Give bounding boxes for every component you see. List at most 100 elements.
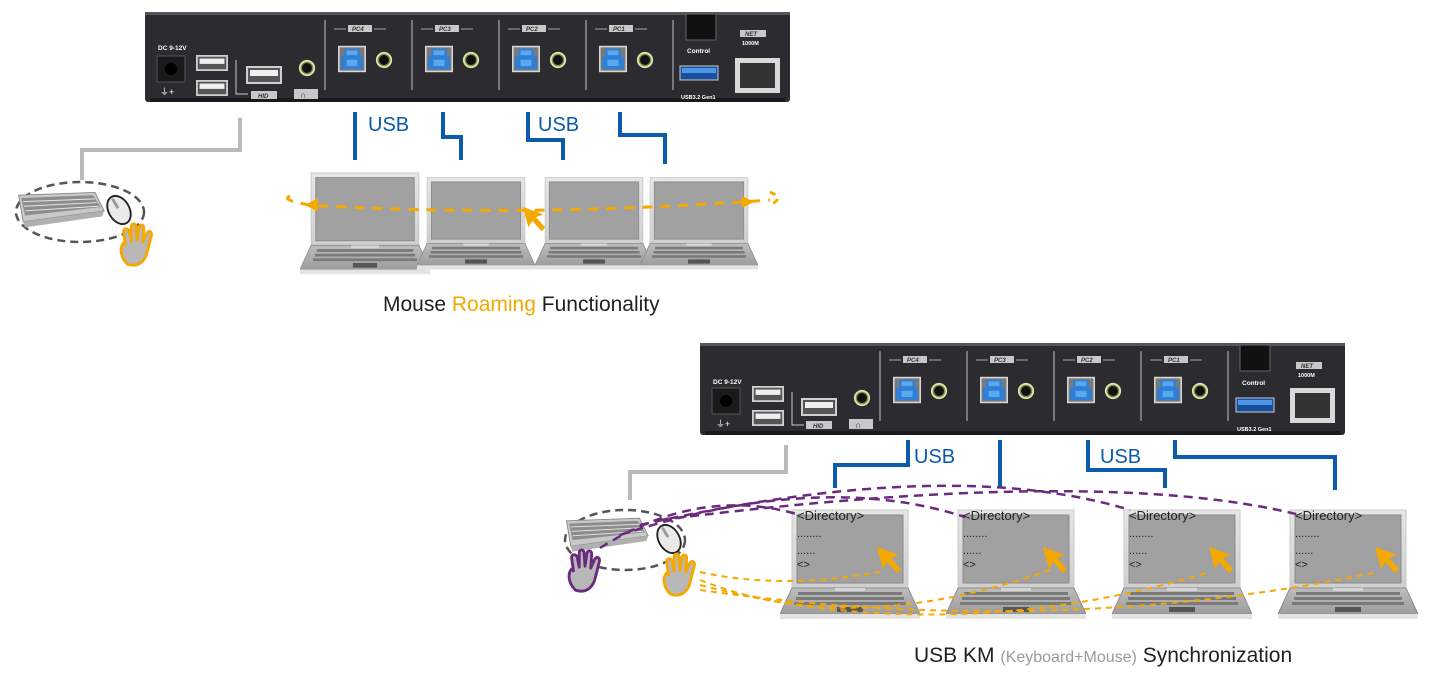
hand-icon [119, 222, 154, 267]
usb-b-port [1067, 376, 1095, 404]
screen-line: ........ [797, 528, 822, 540]
usb-b-port [512, 45, 540, 73]
caption-highlight: Roaming [451, 293, 536, 316]
usb-label: USB [538, 114, 580, 136]
mouse-icon [104, 193, 134, 227]
usb-b-port [980, 376, 1008, 404]
usb-label: USB [914, 446, 956, 468]
pc-port-label: PC3 [439, 27, 451, 33]
screen-line: ...... [1129, 545, 1148, 557]
pc-port-pc2: PC2 [508, 25, 567, 73]
pc-port-label: PC3 [994, 358, 1006, 364]
screen-line: ........ [1295, 528, 1320, 540]
usb3-label: USB3.2 Gen1 [1237, 427, 1272, 433]
usb-cables-bottom [833, 440, 1337, 490]
screen-directory-title: <Directory> [797, 508, 865, 523]
screen-line: ...... [963, 545, 982, 557]
usb3-label: USB3.2 Gen1 [681, 95, 716, 101]
pc-port-pc4: PC4 [889, 356, 948, 404]
audio-jack [853, 389, 871, 407]
audio-jack [636, 51, 654, 69]
pc-port-label: PC4 [907, 358, 919, 364]
screen-line: ...... [797, 545, 816, 557]
audio-jack [549, 51, 567, 69]
control-label: Control [687, 48, 710, 55]
screen-directory-title: <Directory> [1129, 508, 1197, 523]
km-group-outline [563, 508, 687, 572]
mouse-roaming-path [286, 190, 779, 232]
screen-line: <> [1129, 559, 1142, 571]
pc-port-pc4: PC4 [334, 25, 393, 73]
hid-label: HID [813, 424, 824, 430]
pc-port-label: PC2 [1081, 358, 1093, 364]
mouse-icon [654, 522, 684, 556]
usb-a-port [196, 80, 228, 96]
caption-subtext: (Keyboard+Mouse) [1000, 649, 1137, 666]
pc-port-pc2: PC2 [1063, 356, 1122, 404]
screen-line: ........ [963, 528, 988, 540]
screen-directory-title: <Directory> [1295, 508, 1363, 523]
usb-a-port [196, 55, 228, 71]
screen-line: ...... [1295, 545, 1314, 557]
svg-text:⏚+: ⏚+ [716, 419, 730, 429]
power-label: DC 9-12V [713, 379, 742, 386]
usb-b-port [1154, 376, 1182, 404]
usb-b-port [425, 45, 453, 73]
headphone-icon: ∩ [300, 90, 306, 100]
screen-line: <> [1295, 559, 1308, 571]
laptop [640, 177, 758, 271]
caption-km-sync: USB KM (Keyboard+Mouse) Synchronization [914, 644, 1292, 668]
laptop [300, 172, 430, 275]
usb-b-port [893, 376, 921, 404]
km-group-outline [14, 180, 146, 244]
pc-port-label: PC2 [526, 27, 538, 33]
audio-jack [462, 51, 480, 69]
control-label: Control [1242, 380, 1265, 387]
usb-b-port [338, 45, 366, 73]
pc-port-label: PC1 [613, 27, 625, 33]
screen-line: ........ [1129, 528, 1154, 540]
power-port: DC 9-12V ⏚+ [156, 45, 187, 97]
usb-cables-top [353, 112, 667, 164]
pc-port-pc1: PC1 [1150, 356, 1209, 404]
keyboard-sync-lines [599, 484, 1301, 550]
hand-icon-mouse [662, 552, 697, 597]
km-cable [80, 118, 242, 180]
screen-directory-title: <Directory> [963, 508, 1031, 523]
usb-b-port [599, 45, 627, 73]
headphone-icon: ∩ [855, 420, 861, 430]
hid-usb-port [246, 66, 282, 84]
usb-a-port [752, 386, 784, 402]
mouse-sync-lines [699, 569, 1379, 616]
usb-label: USB [368, 114, 410, 136]
audio-jack [1191, 382, 1209, 400]
hand-icon-keyboard [567, 548, 602, 593]
kvm-switch-top: DC 9-12V ⏚+ HID ∩ PC4 PC3 PC2 PC1 Control U… [145, 12, 790, 102]
hid-usb-port [801, 398, 837, 416]
usb-label: USB [1100, 446, 1142, 468]
screen-line: <> [963, 559, 976, 571]
usb-a-port [752, 410, 784, 426]
svg-text:⏚+: ⏚+ [160, 87, 174, 97]
net-speed-label: 1000M [1298, 373, 1315, 379]
net-label: NET [745, 32, 758, 38]
hid-label: HID [258, 94, 269, 100]
pc-port-label: PC1 [1168, 358, 1180, 364]
caption-text: Functionality [535, 293, 660, 316]
audio-jack [1104, 382, 1122, 400]
power-label: DC 9-12V [158, 45, 187, 52]
km-cable [628, 445, 788, 500]
caption-mouse-roaming: Mouse Roaming Functionality [383, 293, 660, 317]
pc-port-pc3: PC3 [976, 356, 1035, 404]
net-label: NET [1301, 364, 1314, 370]
caption-text: USB KM [914, 644, 1001, 667]
laptop [417, 177, 535, 271]
screen-line: <> [797, 559, 810, 571]
audio-jack [298, 59, 316, 77]
caption-text: Synchronization [1136, 644, 1293, 667]
laptop [535, 177, 653, 271]
keyboard-icon [565, 517, 649, 553]
audio-jack [375, 51, 393, 69]
caption-text: Mouse [383, 293, 452, 316]
pc-port-pc3: PC3 [421, 25, 480, 73]
